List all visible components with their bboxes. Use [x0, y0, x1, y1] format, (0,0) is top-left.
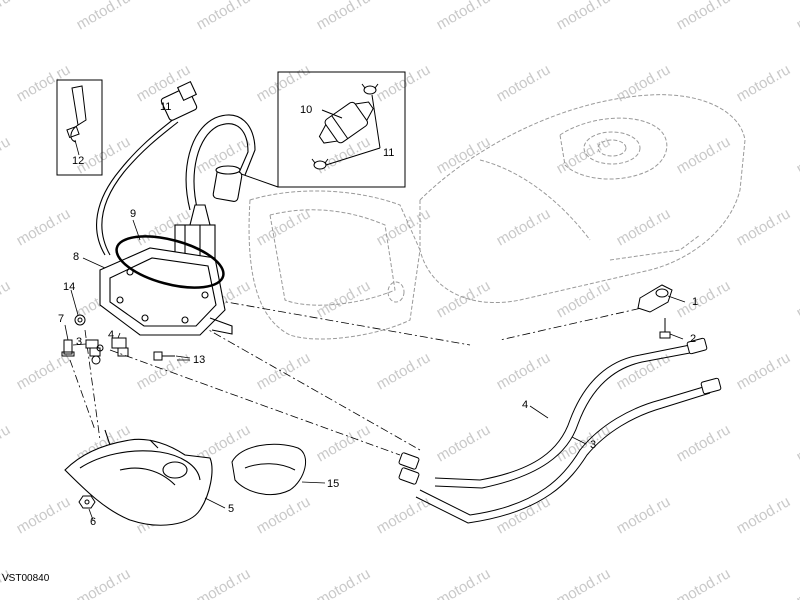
watermark-text: motod.ru [554, 0, 614, 33]
callout-11-left: 11 [160, 101, 171, 113]
watermark-text: motod.ru [734, 493, 794, 537]
watermark-text: motod.ru [674, 133, 734, 177]
callout-3: 3 [590, 439, 596, 451]
watermark-text: motod.ru [374, 61, 434, 105]
watermark-text: motod.ru [734, 205, 794, 249]
fitting-small-1 [92, 356, 100, 364]
watermark-text: motod.ru [794, 421, 800, 465]
callout-4-left: 4 [108, 329, 114, 341]
watermark-text: motod.ru [734, 61, 794, 105]
watermark-text: motod.ru [674, 565, 734, 600]
callout-1: 1 [692, 296, 698, 308]
watermark-text: motod.ru [434, 565, 494, 600]
watermark-text: motod.ru [494, 349, 554, 393]
callout-5: 5 [228, 503, 234, 515]
fitting-7 [62, 340, 74, 356]
watermark-text: motod.ru [614, 349, 674, 393]
watermark-text: motod.ru [194, 565, 254, 600]
watermark-text: motod.ru [14, 61, 74, 105]
watermark-text: motod.ru [74, 0, 134, 33]
watermark-text: motod.ru [0, 277, 13, 321]
watermark-text: motod.ru [0, 421, 13, 465]
watermark-text: motod.ru [794, 133, 800, 177]
watermark-text: motod.ru [614, 205, 674, 249]
nut-6 [79, 496, 95, 508]
watermark-text: motod.ru [614, 493, 674, 537]
watermark-text: motod.ru [794, 277, 800, 321]
watermark-text: motod.ru [434, 0, 494, 33]
clip-bracket [638, 285, 672, 338]
callout-8: 8 [73, 251, 79, 263]
callout-15: 15 [327, 478, 339, 490]
callout-14: 14 [63, 281, 75, 293]
watermark-text: motod.ru [794, 0, 800, 33]
watermark-text: motod.ru [554, 133, 614, 177]
watermark-text: motod.ru [434, 421, 494, 465]
callout-4: 4 [522, 399, 528, 411]
callout-13: 13 [193, 354, 205, 366]
watermark-text: motod.ru [674, 421, 734, 465]
callout-6: 6 [90, 516, 96, 528]
watermark-text: motod.ru [494, 61, 554, 105]
watermark-text: motod.ru [794, 565, 800, 600]
nut-14 [75, 315, 85, 325]
watermark-text: motod.ru [434, 277, 494, 321]
watermark-text: motod.ru [494, 205, 554, 249]
watermark-text: motod.ru [554, 565, 614, 600]
callout-12: 12 [72, 155, 84, 167]
watermark-text: motod.ru [0, 0, 13, 33]
watermark-text: motod.ru [14, 205, 74, 249]
callout-11: 11 [383, 147, 394, 159]
figure-code: VST00840 [2, 573, 49, 584]
fuel-lines [398, 338, 721, 523]
fitting-4-left [112, 338, 128, 356]
watermark-text: motod.ru [0, 133, 13, 177]
watermark-text: motod.ru [554, 277, 614, 321]
watermark-text: motod.ru [314, 277, 374, 321]
watermark-text: motod.ru [314, 421, 374, 465]
watermark-text: motod.ru [14, 493, 74, 537]
watermark-text: motod.ru [314, 565, 374, 600]
callout-2: 2 [690, 333, 696, 345]
watermark-text: motod.ru [674, 277, 734, 321]
watermark-text: motod.ru [194, 0, 254, 33]
watermark-text: motod.ru [674, 0, 734, 33]
callout-10: 10 [300, 104, 312, 116]
callout-7: 7 [58, 313, 64, 325]
watermark-text: motod.ru [494, 493, 554, 537]
watermark-text: motod.ru [374, 493, 434, 537]
watermark-text: motod.ru [554, 421, 614, 465]
watermark-text: motod.ru [374, 349, 434, 393]
watermark-text: motod.ru [74, 565, 134, 600]
callout-3-left: 3 [76, 336, 82, 348]
watermark-text: motod.ru [254, 61, 314, 105]
watermark-text: motod.ru [434, 133, 494, 177]
watermark-text: motod.ru [734, 349, 794, 393]
watermark-text: motod.ru [254, 493, 314, 537]
watermark-text: motod.ru [614, 61, 674, 105]
rubber-pad [232, 444, 306, 494]
callout-9: 9 [130, 208, 136, 220]
watermark-text: motod.ru [254, 349, 314, 393]
watermark-text: motod.ru [314, 0, 374, 33]
